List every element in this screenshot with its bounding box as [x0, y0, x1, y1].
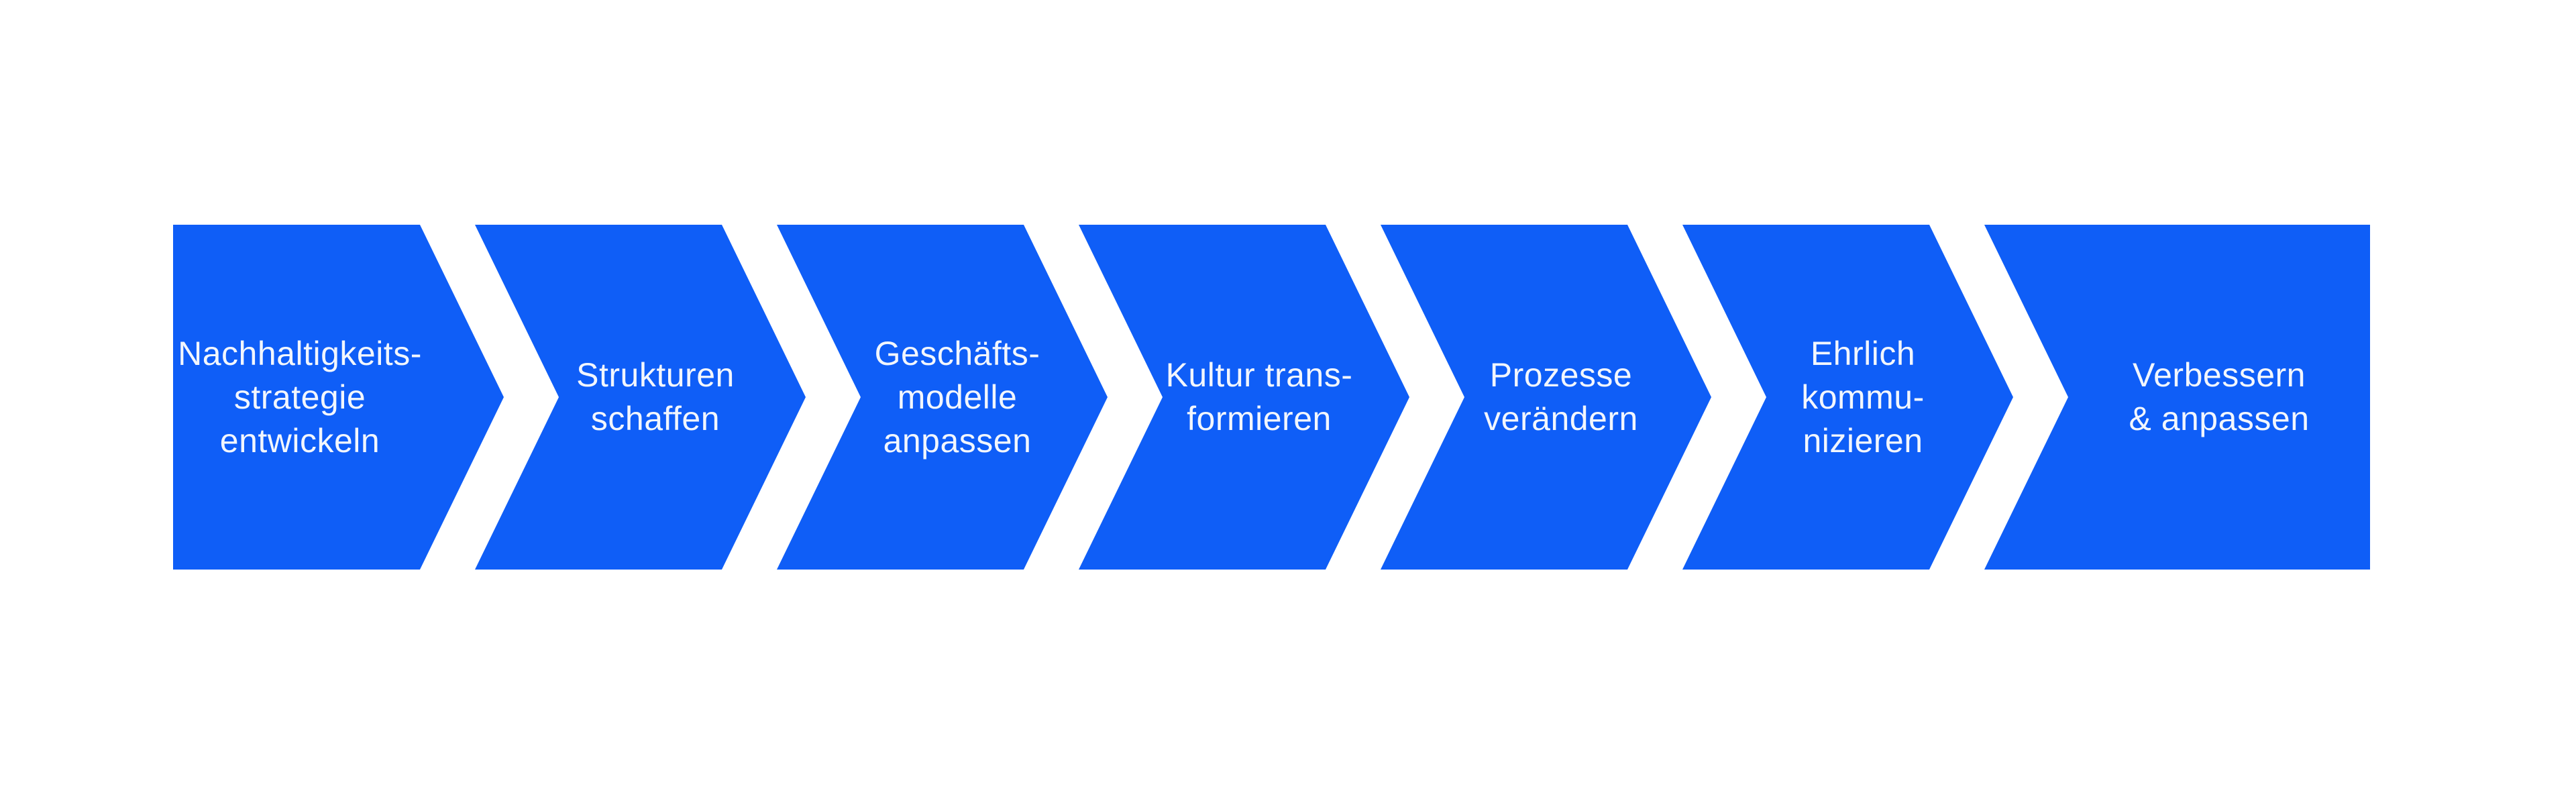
process-step-4-label: Kultur trans- formieren [1165, 356, 1353, 437]
process-step-5-label: Prozesse verändern [1484, 356, 1638, 437]
process-step-1-label: Nachhaltigkeits- strategie entwickeln [178, 334, 422, 460]
process-step-5: Prozesse verändern [1381, 225, 1711, 570]
process-step-2: Strukturen schaffen [475, 225, 806, 570]
process-step-3: Geschäfts- modelle anpassen [777, 225, 1108, 570]
process-step-7-label: Verbessern & anpassen [2129, 356, 2310, 437]
process-step-1: Nachhaltigkeits- strategie entwickeln [173, 225, 504, 570]
process-step-7: Verbessern & anpassen [1984, 225, 2370, 570]
process-step-4: Kultur trans- formieren [1079, 225, 1409, 570]
process-step-6: Ehrlich kommu- nizieren [1682, 225, 2013, 570]
process-step-6-label: Ehrlich kommu- nizieren [1801, 334, 1925, 460]
process-step-3-label: Geschäfts- modelle anpassen [874, 334, 1040, 460]
process-step-2-label: Strukturen schaffen [576, 356, 735, 437]
